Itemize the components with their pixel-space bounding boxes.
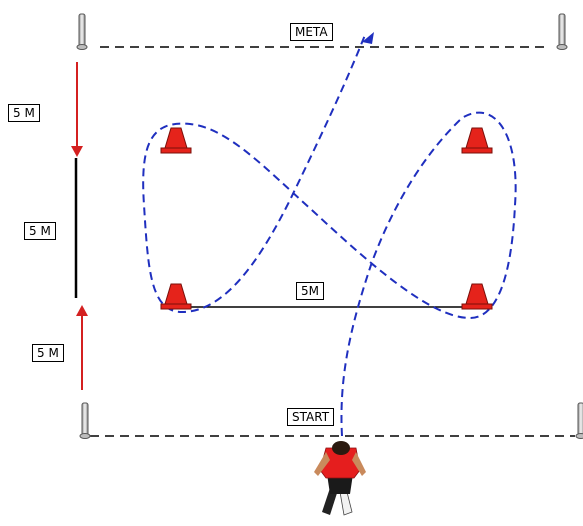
cone-distance-label: 5M [296, 282, 324, 300]
pole-icon [556, 13, 568, 50]
finish-label: META [290, 23, 333, 41]
cone-icon [461, 127, 493, 154]
cone-icon [461, 283, 493, 310]
pole-icon [575, 402, 583, 439]
player-icon [314, 441, 366, 516]
finish-arrow-head-icon [362, 32, 374, 44]
left-top-distance-label: 5 M [8, 104, 40, 122]
left-middle-distance-label: 5 M [24, 222, 56, 240]
running-path [142, 34, 517, 437]
cone-icon [160, 283, 192, 310]
start-label: START [287, 408, 335, 426]
arrow-up-head-icon [76, 305, 88, 316]
pole-icon [76, 13, 88, 50]
pole-icon [79, 402, 91, 439]
cone-icon [160, 127, 192, 154]
left-bottom-distance-label: 5 M [32, 344, 64, 362]
arrow-down-head-icon [71, 146, 83, 157]
